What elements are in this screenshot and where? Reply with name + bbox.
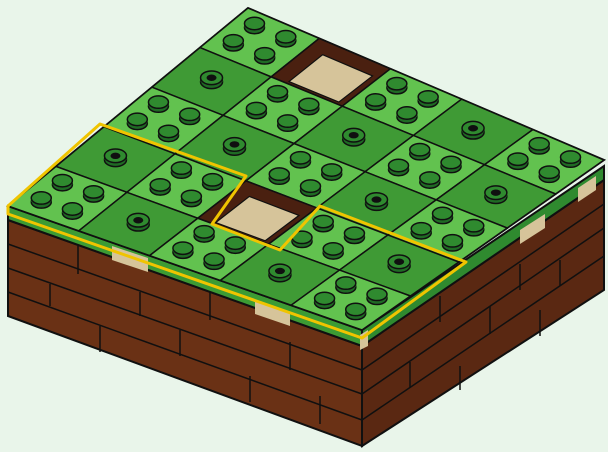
- lego-scene: [0, 0, 608, 452]
